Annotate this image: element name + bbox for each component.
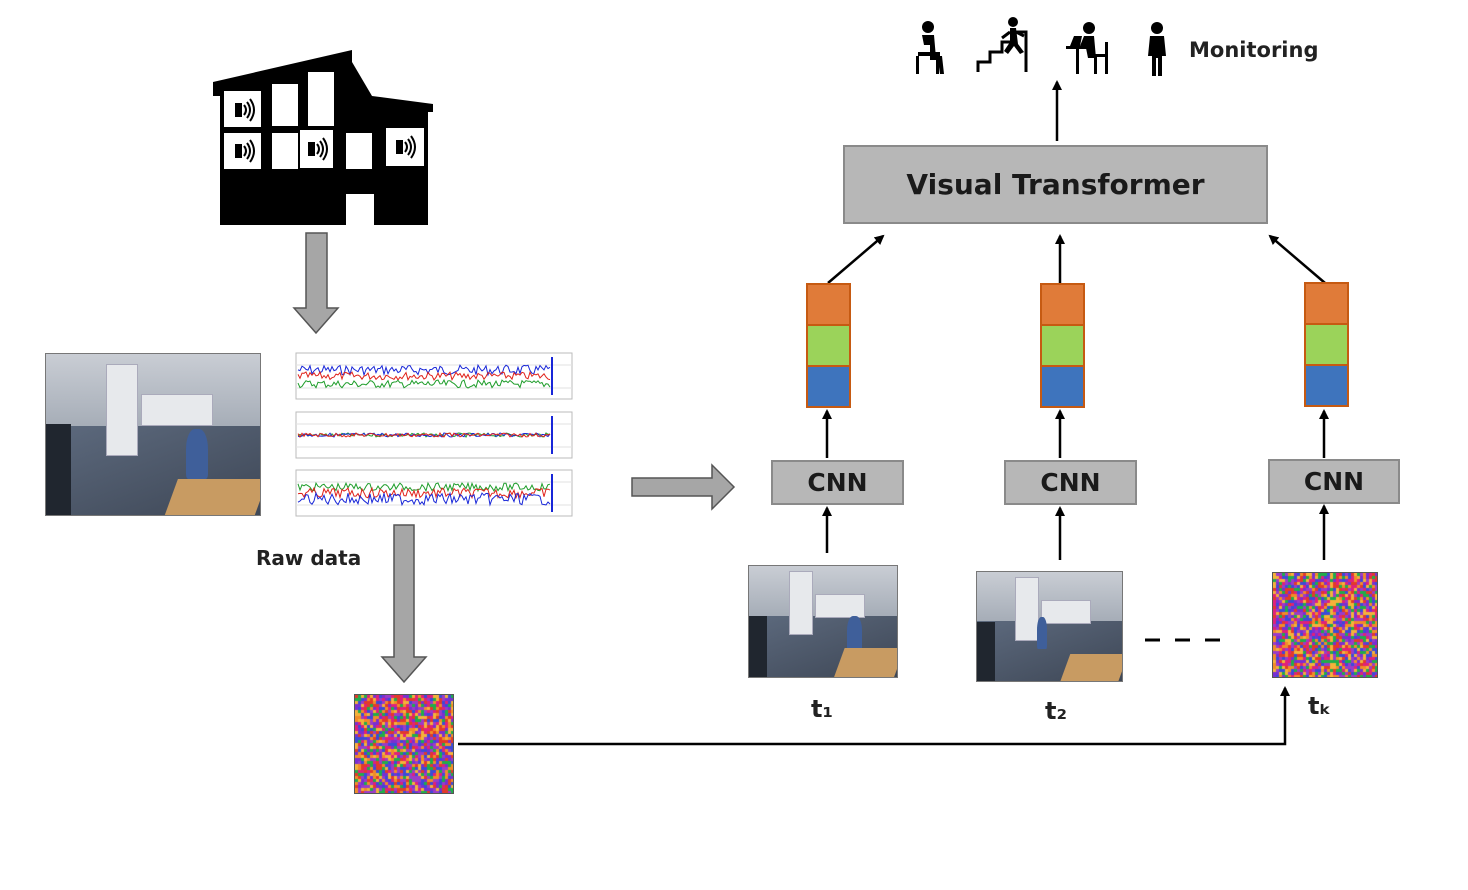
signal-image-heatmap [354,694,454,794]
token-stack-k [1304,282,1349,407]
cnn-label: CNN [1040,468,1101,497]
person-climbing-stairs-icon [976,17,1028,72]
video-frame-t1 [748,565,898,678]
token-stack-2 [1040,283,1085,408]
visual-transformer-label: Visual Transformer [906,168,1205,201]
video-frame-t2 [976,571,1123,682]
sensor-signal-icon [235,98,416,163]
cnn-label: CNN [1303,467,1365,496]
arrow-tokens-to-transformer-1 [827,234,885,284]
person-sitting-icon [916,21,944,74]
cnn-label: CNN [807,468,868,497]
heatmap-to-tk-connector [458,686,1290,746]
cnn-box-k: CNN [1268,459,1400,504]
person-at-computer-icon [1066,22,1108,74]
signal-image-heatmap-tk [1272,572,1378,678]
cnn-box-1: CNN [771,460,904,505]
flow-arrow-rawdata-down [380,524,428,684]
visual-transformer-box: Visual Transformer [843,145,1268,224]
arrow-tokens-to-transformer-k [1268,234,1326,284]
flow-arrow-right [631,463,736,511]
time-label-t1: t₁ [811,695,833,723]
person-standing-icon [1148,22,1166,76]
factory-icon [213,50,433,225]
raw-video-frame [45,353,261,516]
monitoring-label: Monitoring [1189,38,1319,62]
token-stack-1 [806,283,851,408]
time-label-tk: tₖ [1308,692,1332,720]
cnn-box-2: CNN [1004,460,1137,505]
raw-data-label: Raw data [256,546,362,570]
sensor-signal-charts [295,352,573,517]
flow-arrow-factory-down [292,232,340,335]
time-label-t2: t₂ [1045,697,1067,725]
